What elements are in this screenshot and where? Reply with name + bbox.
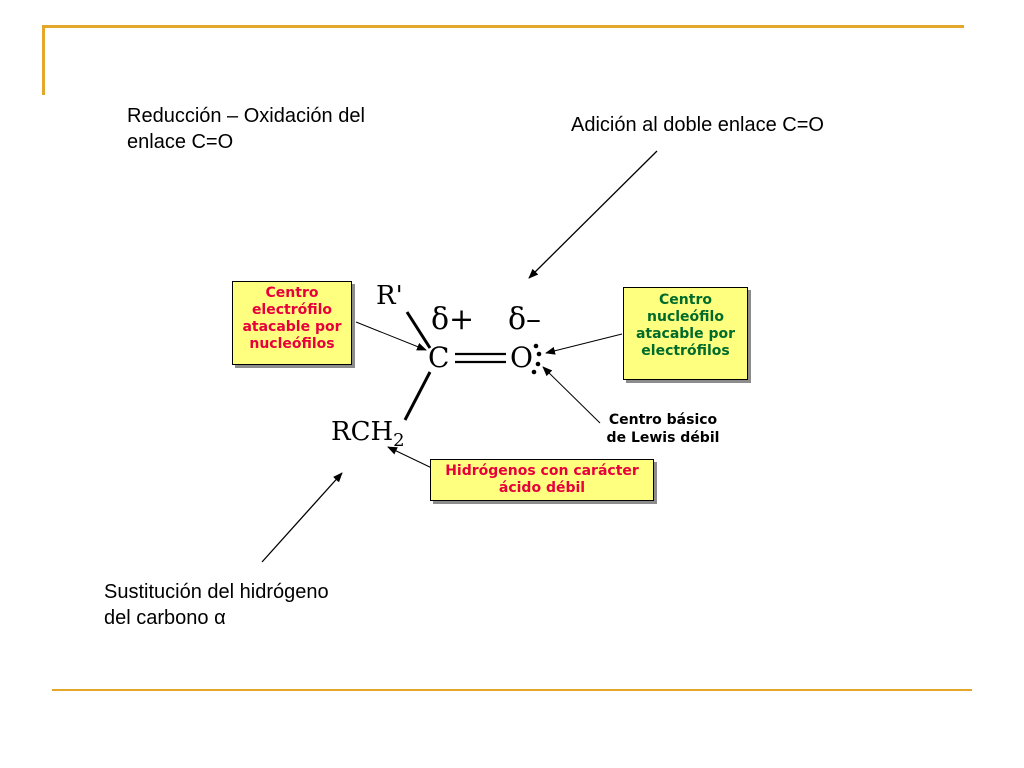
- bond-c-r-prime: [405, 311, 432, 349]
- electrophile-arrow: [355, 321, 427, 351]
- lone-pair-dot: [533, 343, 539, 349]
- carbon-atom: C: [428, 341, 450, 374]
- lewis-arrow: [542, 366, 601, 424]
- substitution-arrow: [261, 472, 343, 563]
- addition-arrow: [528, 150, 658, 279]
- bond-c-rch2: [403, 371, 432, 421]
- acidic-hydrogens-box: Hidrógenos con carácter ácido débil: [430, 459, 654, 501]
- addition-label: Adición al doble enlace C=O: [571, 114, 824, 136]
- frame-top-line: [42, 25, 964, 28]
- r-prime-group: R': [376, 281, 403, 311]
- oxygen-atom: O: [510, 341, 533, 374]
- substitution-label: Sustitución del hidrógeno del carbono α: [104, 581, 329, 629]
- rch2-group: RCH2: [331, 417, 405, 452]
- lone-pair-dot: [531, 369, 537, 375]
- acid-h-arrow: [387, 446, 437, 471]
- lewis-base-note: Centro básico de Lewis débil: [606, 412, 720, 446]
- frame-left-line: [42, 25, 45, 95]
- nucleophile-arrow: [545, 333, 623, 355]
- electrophile-center-box: Centro electrófilo atacable por nucleófi…: [232, 281, 352, 365]
- delta-plus-charge: δ+: [431, 302, 475, 337]
- frame-bottom-line: [52, 689, 972, 691]
- nucleophile-center-box: Centro nucleófilo atacable por electrófi…: [623, 287, 748, 380]
- delta-minus-charge: δ–: [508, 302, 542, 337]
- reduction-oxidation-label: Reducción – Oxidación del enlace C=O: [127, 105, 365, 153]
- lone-pair-dot: [536, 351, 542, 357]
- lone-pair-dot: [535, 361, 541, 367]
